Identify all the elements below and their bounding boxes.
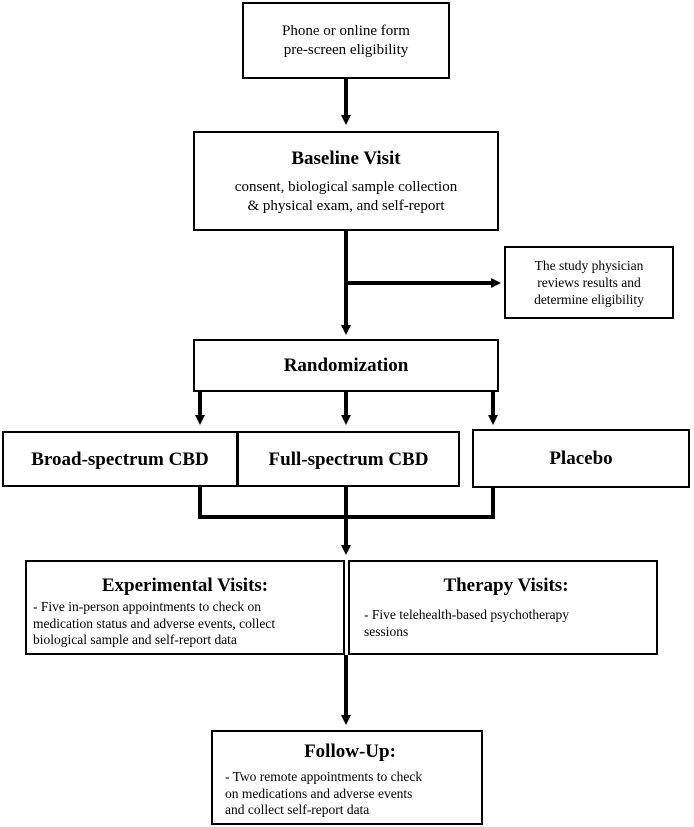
experimental-visits-line-1: - Five in-person appointments to check o… [33, 599, 261, 614]
prescreen-line-2: pre-screen eligibility [283, 41, 409, 58]
experimental-visits-box: Experimental Visits: - Five in-person ap… [25, 560, 345, 655]
physician-review-line-1: The study physician [534, 258, 644, 273]
baseline-visit-line-2: & physical exam, and self-report [247, 197, 445, 214]
full-spectrum-cbd-box: Full-spectrum CBD [237, 431, 460, 487]
therapy-visits-title: Therapy Visits: [443, 575, 569, 596]
baseline-visit-title: Baseline Visit [291, 147, 401, 169]
therapy-visits-box: Therapy Visits: - Five telehealth-based … [348, 560, 658, 655]
physician-review-line-2: reviews results and [537, 275, 641, 290]
follow-up-line-3: and collect self-report data [225, 802, 370, 817]
experimental-visits-line-3: biological sample and self-report data [33, 632, 237, 647]
physician-review-box: The study physician reviews results and … [504, 246, 674, 319]
prescreen-box: Phone or online form pre-screen eligibil… [242, 2, 450, 79]
experimental-visits-title: Experimental Visits: [101, 575, 269, 596]
broad-spectrum-cbd-label: Broad-spectrum CBD [31, 448, 209, 470]
full-spectrum-cbd-label: Full-spectrum CBD [268, 448, 429, 470]
follow-up-line-1: - Two remote appointments to check [225, 769, 423, 784]
placebo-label: Placebo [549, 448, 613, 469]
therapy-visits-line-2: sessions [364, 623, 409, 639]
baseline-visit-box: Baseline Visit consent, biological sampl… [193, 131, 499, 231]
prescreen-line-1: Phone or online form [282, 22, 410, 39]
follow-up-box: Follow-Up: - Two remote appointments to … [211, 730, 483, 825]
therapy-visits-line-1: - Five telehealth-based psychotherapy [364, 607, 570, 622]
placebo-box: Placebo [472, 429, 690, 488]
baseline-visit-line-1: consent, biological sample collection [234, 178, 458, 195]
randomization-box: Randomization [193, 339, 499, 392]
follow-up-line-2: on medications and adverse events [225, 785, 413, 801]
randomization-title: Randomization [283, 355, 409, 376]
follow-up-title: Follow-Up: [304, 741, 396, 762]
broad-spectrum-cbd-box: Broad-spectrum CBD [2, 431, 238, 487]
physician-review-line-3: determine eligibility [534, 292, 644, 307]
experimental-visits-line-2: medication status and adverse events, co… [33, 615, 276, 631]
